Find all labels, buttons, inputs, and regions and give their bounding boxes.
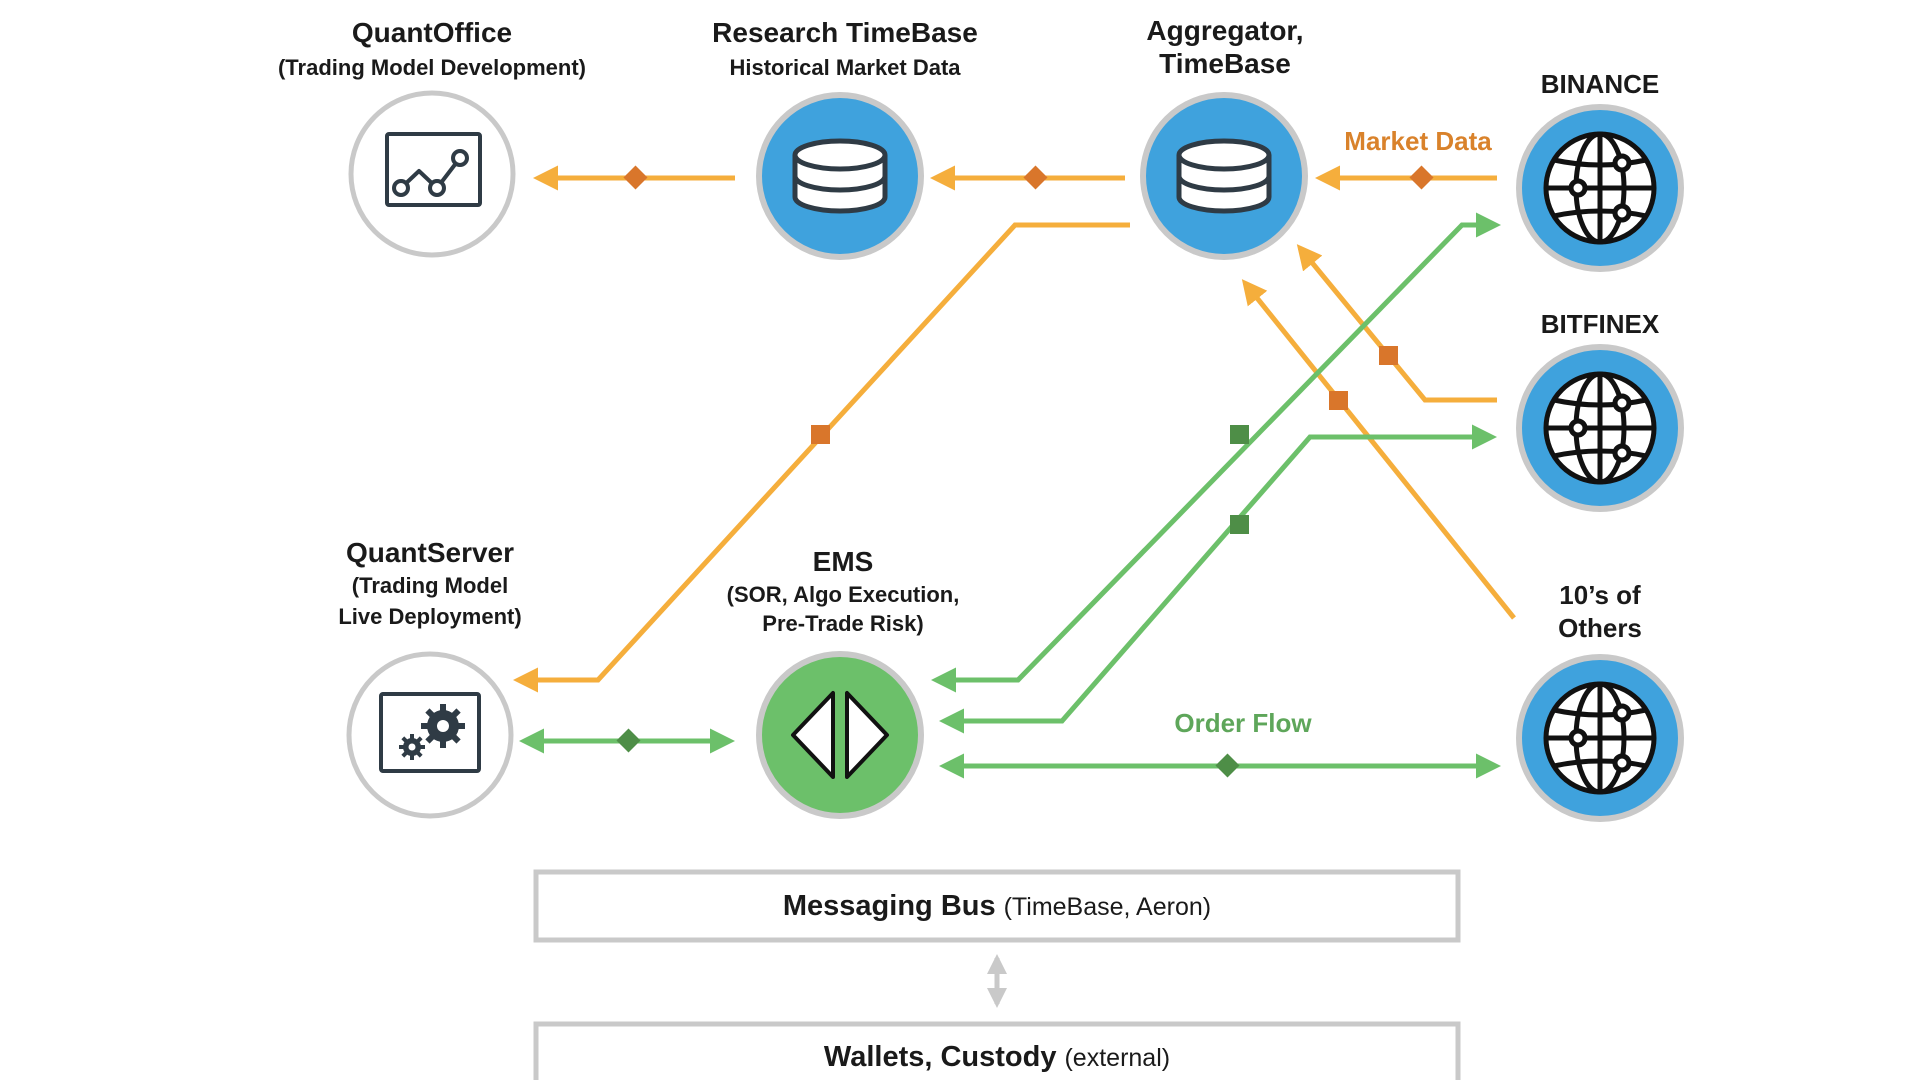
messaging-bus-name: Messaging Bus: [783, 890, 996, 922]
square-marker: [1230, 515, 1249, 534]
bitfinex-node: [1516, 344, 1684, 512]
others-title-line2: Others: [1558, 613, 1642, 643]
quantoffice-node: [348, 90, 516, 258]
bitfinex-title: BITFINEX: [1541, 309, 1660, 339]
square-marker: [1329, 391, 1348, 410]
market-data-connectors: [513, 165, 1516, 693]
quantserver-title: QuantServer: [346, 537, 514, 568]
ems-node: [756, 651, 924, 819]
messaging-bus-detail: (TimeBase, Aeron): [1004, 893, 1211, 921]
gears-monitor-icon: [379, 692, 481, 773]
diamond-marker: [1215, 753, 1240, 778]
quantoffice-title: QuantOffice: [352, 17, 512, 48]
globe-network-icon: [1543, 371, 1657, 485]
market-data-label: Market Data: [1344, 126, 1492, 156]
square-marker: [1230, 425, 1249, 444]
wallets-custody-label: Wallets, Custody(external): [824, 1041, 1170, 1073]
order-flow-label: Order Flow: [1174, 708, 1312, 738]
aggregator-node: [1140, 92, 1308, 260]
chart-monitor-icon: [385, 132, 482, 207]
diamond-marker: [616, 728, 641, 753]
wallets-custody-box: Wallets, Custody(external): [533, 1021, 1461, 1080]
quantoffice-subtitle: (Trading Model Development): [278, 55, 586, 80]
wallets-custody-name: Wallets, Custody: [824, 1041, 1057, 1073]
connector-others-to-aggregator: [1241, 279, 1516, 620]
diamond-marker: [1023, 165, 1048, 190]
globe-network-icon: [1543, 131, 1657, 245]
quantserver-subtitle-line1: (Trading Model: [352, 573, 508, 598]
aggregator-title-line2: TimeBase: [1159, 48, 1291, 79]
quantserver-node: [346, 651, 514, 819]
split-arrows-icon: [791, 691, 889, 779]
square-marker: [811, 425, 830, 444]
messaging-bus-label: Messaging Bus (TimeBase, Aeron): [783, 890, 1211, 922]
square-marker: [1379, 346, 1398, 365]
others-title-line1: 10’s of: [1559, 580, 1641, 610]
ems-subtitle-line1: (SOR, Algo Execution,: [727, 582, 960, 607]
globe-network-icon: [1543, 681, 1657, 795]
binance-node: [1516, 104, 1684, 272]
others-node: [1516, 654, 1684, 822]
database-icon: [792, 138, 888, 214]
ems-subtitle-line2: Pre-Trade Risk): [762, 611, 923, 636]
binance-title: BINANCE: [1541, 69, 1659, 99]
market-data-markers: [623, 165, 1434, 444]
quantserver-subtitle-line2: Live Deployment): [338, 604, 521, 629]
messaging-bus-box: Messaging Bus (TimeBase, Aeron): [533, 869, 1461, 943]
aggregator-title-line1: Aggregator,: [1146, 15, 1303, 46]
research-timebase-title: Research TimeBase: [712, 17, 978, 48]
connector-bitfinex-to-aggregator: [1296, 244, 1497, 403]
database-icon: [1176, 138, 1272, 214]
diamond-marker: [623, 165, 648, 190]
connector-binance-ems: [931, 212, 1501, 693]
wallets-custody-detail: (external): [1064, 1044, 1170, 1072]
connector-bitfinex-ems: [939, 424, 1497, 734]
ems-title: EMS: [813, 546, 874, 577]
research-timebase-node: [756, 92, 924, 260]
research-timebase-subtitle: Historical Market Data: [729, 55, 961, 80]
diamond-marker: [1409, 165, 1434, 190]
